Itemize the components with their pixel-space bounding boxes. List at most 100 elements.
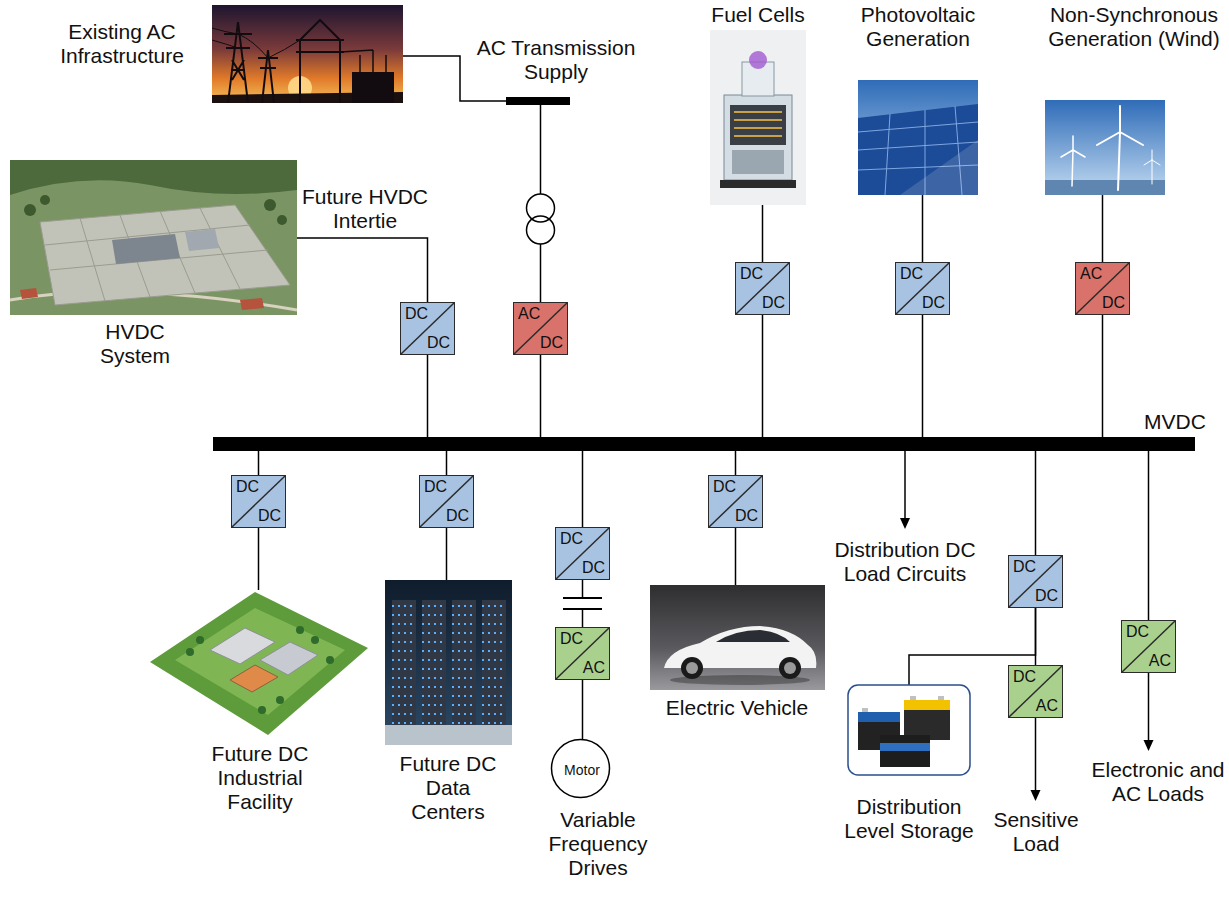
data-center-photo: [452, 600, 476, 725]
caption-label: Sensitive Load: [986, 808, 1086, 856]
caption-text: Non-Synchronous Generation (Wind): [1044, 3, 1224, 51]
fuel-cell-photo: [749, 51, 767, 69]
diagonal-line: [1009, 666, 1062, 717]
wind-turbine-photo: [1097, 106, 1143, 190]
converter-text: DC: [1013, 668, 1036, 686]
diagonal-line: [1009, 556, 1062, 607]
motor-text: Motor: [551, 762, 613, 778]
load-arrow: [1035, 718, 1037, 792]
connector-line: [735, 528, 737, 585]
data-center-photo: [385, 580, 512, 745]
converter-box: DCAC: [555, 627, 610, 680]
transformer-symbol: [527, 216, 555, 244]
caption-text: AC Transmission Supply: [469, 36, 644, 84]
converter-text: DC: [740, 265, 763, 283]
connector-line: [446, 528, 448, 580]
picture-node: Existing AC Infrastructure: [212, 5, 403, 103]
industrial-facility-picture: [230, 665, 278, 692]
converter-box: DCDC: [895, 262, 950, 315]
connector-line: [582, 680, 584, 739]
wind-turbine-photo: [1045, 100, 1165, 195]
connector-line: [922, 195, 924, 262]
hvdc-station-photo: [24, 204, 36, 216]
electric-car-photo: [650, 585, 825, 690]
caption-label: Electronic and AC Loads: [1089, 758, 1227, 806]
hvdc-station-photo: [112, 234, 180, 264]
data-center-photo: [452, 600, 476, 725]
caption-label: Variable Frequency Drives: [543, 808, 653, 880]
connector-line: [762, 205, 764, 262]
hvdc-station-photo: [277, 215, 287, 225]
data-center-photo: [422, 600, 446, 725]
connector-line: [762, 315, 764, 437]
hvdc-station-photo: [40, 205, 290, 305]
electric-car-photo: [779, 657, 801, 679]
connector-line: [446, 451, 448, 475]
data-center-photo: [392, 600, 416, 725]
data-center-photo: [385, 580, 512, 745]
solar-panel-photo: [858, 106, 978, 195]
substation-photo: [212, 5, 403, 103]
connector-line: [403, 56, 506, 101]
converter-text: AC: [583, 659, 605, 677]
industrial-facility-picture: [196, 636, 204, 644]
connector-line: [582, 451, 584, 527]
converter-box: DC DC: [231, 475, 286, 528]
hvdc-station-photo: [20, 288, 38, 299]
substation-photo: [340, 50, 386, 72]
battery-storage-picture: [862, 708, 868, 712]
battery-storage-picture: [858, 712, 900, 722]
converter-box: ACDC: [1075, 262, 1130, 315]
converter-text: AC: [1149, 652, 1171, 670]
fuel-cell-photo: [732, 150, 784, 174]
capacitor-symbol: [563, 598, 602, 609]
industrial-facility-picture: [258, 706, 266, 714]
picture-node: Photovoltaic Generation: [858, 80, 978, 195]
diagonal-line: [420, 476, 473, 527]
converter-text: DC: [258, 507, 281, 525]
picture-node: HVDC System: [10, 160, 297, 315]
diagonal-line: [896, 263, 949, 314]
connector-line: [1102, 195, 1104, 262]
wind-turbine-photo: [1144, 150, 1160, 184]
data-center-photo: [385, 725, 512, 745]
industrial-facility-picture: [150, 592, 368, 735]
battery-storage-picture: [880, 743, 930, 751]
connector-line: [1035, 608, 1037, 665]
caption-text: Existing AC Infrastructure: [47, 20, 197, 68]
load-arrow: [900, 451, 1154, 801]
industrial-facility-picture: [175, 608, 345, 715]
fuel-cell-photo: [730, 105, 786, 145]
caption-text: Future DC Industrial Facility: [205, 742, 315, 814]
connector-line: [297, 238, 428, 302]
industrial-facility-picture: [311, 636, 319, 644]
converter-text: DC: [1035, 587, 1058, 605]
hvdc-station-photo: [40, 195, 50, 205]
connector-line: [735, 451, 737, 475]
hvdc-station-photo: [10, 160, 297, 315]
industrial-facility-picture: [186, 648, 194, 656]
hvdc-station-photo: [10, 160, 297, 315]
load-arrow: [1148, 673, 1150, 742]
load-arrow: [904, 451, 906, 520]
battery-storage-picture: [904, 700, 950, 740]
connector-line: [922, 315, 924, 437]
converter-box: ACDC: [513, 302, 568, 355]
converter-text: DC: [713, 478, 736, 496]
substation-photo: [212, 28, 300, 58]
diagonal-line: [709, 476, 762, 527]
solar-panel-photo: [858, 104, 978, 195]
connector-line: [909, 608, 1036, 685]
caption-text: Future DC Data Centers: [393, 752, 503, 824]
converter-text: DC: [236, 478, 259, 496]
caption-text: Distribution Level Storage: [844, 795, 974, 843]
connector-line: [427, 355, 429, 437]
connector-line: [258, 528, 260, 590]
converter-text: DC: [446, 507, 469, 525]
picture-node: Future DC Data Centers: [385, 580, 512, 745]
industrial-facility-picture: [276, 696, 284, 704]
converter-box: DCAC: [1121, 620, 1176, 673]
picture-node: Distribution Level Storage: [848, 685, 970, 775]
data-center-photo: [482, 600, 506, 725]
